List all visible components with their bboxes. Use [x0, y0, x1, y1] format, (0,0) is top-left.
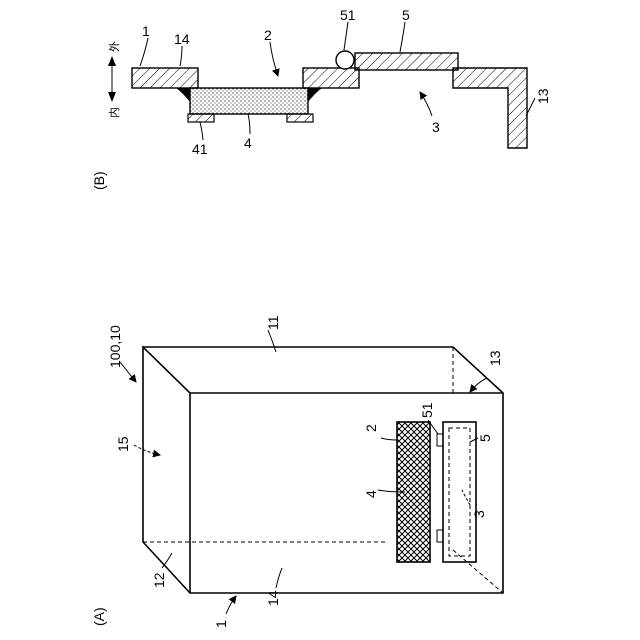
- label-3: 3: [471, 510, 487, 518]
- label-100-10: 100,10: [107, 325, 123, 368]
- door-5: [355, 53, 458, 70]
- direction-outer-label: 外: [108, 41, 121, 52]
- label-b-2: 2: [264, 27, 272, 43]
- arrow-down-head-icon: [108, 92, 116, 102]
- label-11: 11: [265, 315, 281, 330]
- label-b-13: 13: [535, 88, 551, 104]
- panel-b-label: (B): [91, 171, 107, 190]
- label-4: 4: [363, 490, 379, 498]
- sealant-right: [308, 88, 322, 102]
- label-b-4: 4: [244, 135, 252, 151]
- leader-b-1: [140, 38, 148, 66]
- leader-11: [268, 330, 276, 352]
- label-13: 13: [487, 350, 503, 366]
- leader-b-14: [180, 46, 182, 66]
- label-b-14: 14: [174, 31, 190, 47]
- hinge-51: [336, 51, 354, 69]
- panel-a-drawing: [120, 330, 503, 614]
- label-1: 1: [213, 620, 229, 628]
- direction-inner-label: 内: [107, 107, 121, 118]
- label-b-41: 41: [192, 141, 208, 157]
- hinge-51-bottom: [437, 530, 443, 542]
- label-12: 12: [151, 572, 167, 588]
- leader-b-2: [270, 42, 278, 76]
- leader-b-41: [200, 122, 203, 140]
- leader-b-51: [344, 22, 348, 50]
- leader-b-3: [420, 92, 432, 116]
- label-5: 5: [477, 434, 493, 442]
- arrow-up-head-icon: [108, 56, 116, 66]
- label-2: 2: [363, 424, 379, 432]
- wall-13-right: [453, 68, 527, 148]
- wall-segment-middle: [303, 68, 359, 88]
- hidden-edge-diagonal: [453, 550, 503, 593]
- foot-41-right: [287, 114, 313, 122]
- panel-b-labels: (B) 外 内 1 14 2 51 5 13 3 4 41: [91, 7, 551, 190]
- hinge-51-top: [437, 434, 443, 446]
- wall-14-left: [132, 68, 198, 88]
- leader-13: [470, 378, 487, 392]
- component-5-door: [443, 422, 476, 562]
- component-3-opening: [449, 428, 470, 556]
- label-14: 14: [265, 590, 281, 606]
- component-4-body: [190, 88, 308, 114]
- panel-b-drawing: [108, 22, 535, 148]
- leader-3: [462, 490, 470, 505]
- leader-12: [162, 553, 172, 568]
- panel-a-labels: (A) 100,10 11 13 15 2 51 5 4 3 12 1 14: [91, 315, 503, 628]
- leader-b-4: [248, 114, 250, 134]
- label-b-3: 3: [432, 119, 440, 135]
- leader-b-5: [400, 22, 405, 52]
- label-b-5: 5: [402, 7, 410, 23]
- leader-1: [226, 596, 236, 614]
- label-b-1: 1: [142, 23, 150, 39]
- leader-14: [276, 568, 282, 588]
- panel-a-label: (A): [91, 607, 107, 626]
- label-b-51: 51: [340, 7, 356, 23]
- leader-15: [134, 445, 160, 455]
- label-51: 51: [419, 402, 435, 418]
- sealant-left: [176, 88, 190, 102]
- foot-41-left: [188, 114, 214, 122]
- label-15: 15: [115, 436, 131, 452]
- leader-2: [381, 438, 397, 440]
